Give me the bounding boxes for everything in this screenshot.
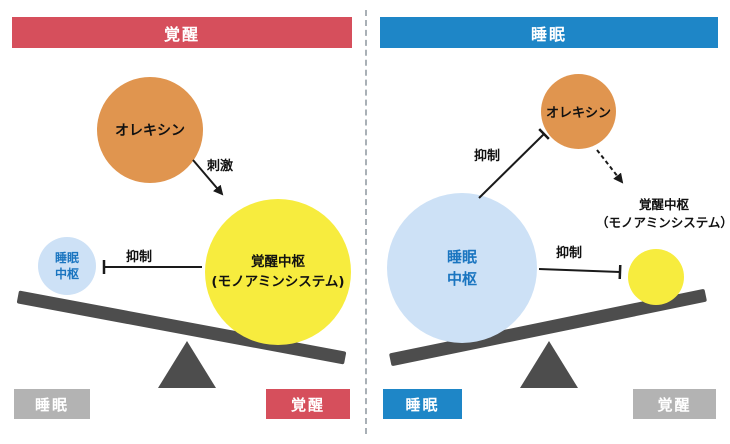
stimulus-arrow-label: 刺激 xyxy=(207,159,234,174)
sleep-state-box-right-panel: 睡眠 xyxy=(383,389,462,419)
wake-panel-header: 覚醒 xyxy=(12,17,352,48)
orexin-circle-small: オレキシン xyxy=(541,74,616,149)
sleep-center-circle: 睡眠 中枢 xyxy=(38,237,96,295)
dashed-weaken-arrow xyxy=(596,149,624,184)
inhibit-orexin-arrow xyxy=(478,128,550,199)
wake-center-circle: 覚醒中枢 (モノアミンシステム) xyxy=(205,199,351,345)
inhibit-orexin-arrow-label: 抑制 xyxy=(474,149,501,164)
inhibit-wake-arrow-label: 抑制 xyxy=(556,246,583,261)
inhibit-wake-arrow xyxy=(538,264,622,280)
sleep-state-box-left-panel: 睡眠 xyxy=(14,389,90,419)
wake-center-circle-small xyxy=(628,249,684,305)
sleep-panel-header: 睡眠 xyxy=(380,17,718,48)
orexin-circle: オレキシン xyxy=(97,77,203,183)
wake-center-text-label: 覚醒中枢 （モノアミンシステム） xyxy=(596,197,730,231)
panel-divider xyxy=(365,10,367,434)
wake-state-box-left-panel: 覚醒 xyxy=(266,389,350,419)
seesaw-fulcrum-left-panel xyxy=(158,341,216,388)
wake-state-box-right-panel: 覚醒 xyxy=(633,389,716,419)
inhibit-arrow-label-left: 抑制 xyxy=(126,250,153,265)
sleep-center-circle-large: 睡眠 中枢 xyxy=(387,193,537,343)
seesaw-fulcrum-right-panel xyxy=(520,341,578,388)
